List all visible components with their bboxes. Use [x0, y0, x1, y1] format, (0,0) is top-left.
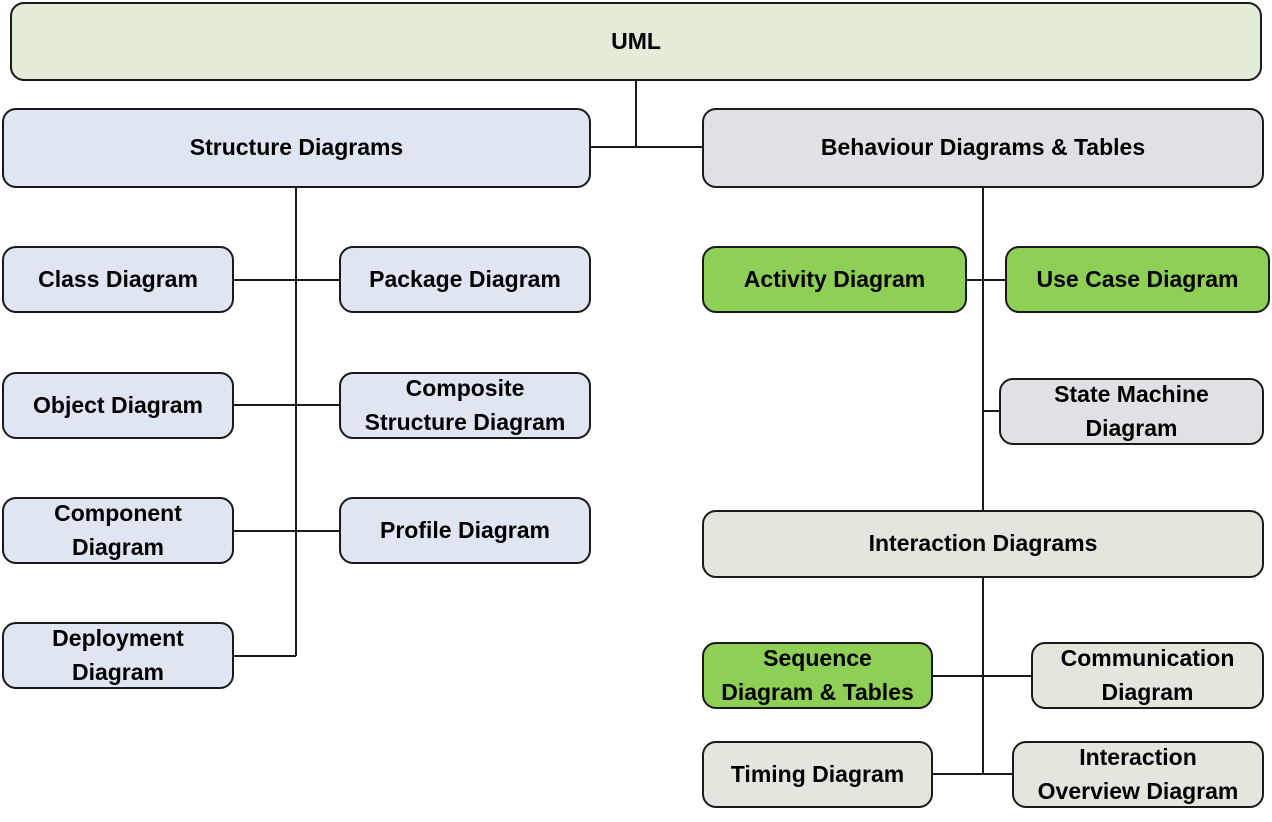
behaviour-diagrams-label: Behaviour Diagrams & Tables — [820, 134, 1146, 161]
package-diagram-node: Package Diagram — [339, 246, 591, 313]
object-diagram-label: Object Diagram — [33, 391, 203, 418]
interaction-diagrams-label: Interaction Diagrams — [868, 530, 1098, 557]
state-machine-label-line1: State Machine — [1054, 381, 1209, 408]
deployment-diagram-node: Deployment Diagram — [2, 622, 234, 689]
communication-diagram-label-line2: Diagram — [1101, 678, 1194, 705]
interaction-diagrams-node: Interaction Diagrams — [702, 510, 1264, 578]
component-diagram-label-line2: Diagram — [71, 533, 165, 560]
sequence-diagram-label-line1: Sequence — [763, 645, 872, 672]
profile-diagram-label: Profile Diagram — [380, 516, 550, 543]
activity-diagram-label: Activity Diagram — [743, 265, 926, 292]
communication-diagram-label-line1: Communication — [1060, 645, 1235, 672]
structure-diagrams-node: Structure Diagrams — [2, 108, 591, 188]
timing-diagram-label: Timing Diagram — [730, 760, 905, 787]
communication-diagram-node: Communication Diagram — [1031, 642, 1264, 709]
composite-structure-label-line1: Composite — [405, 375, 525, 402]
activity-diagram-node: Activity Diagram — [702, 246, 967, 313]
use-case-diagram-label: Use Case Diagram — [1036, 265, 1239, 292]
behaviour-diagrams-node: Behaviour Diagrams & Tables — [702, 108, 1264, 188]
structure-diagrams-label: Structure Diagrams — [189, 134, 404, 161]
object-diagram-node: Object Diagram — [2, 372, 234, 439]
sequence-diagram-label-line2: Diagram & Tables — [721, 678, 914, 705]
deployment-diagram-label-line1: Deployment — [52, 625, 184, 652]
class-diagram-label: Class Diagram — [38, 265, 198, 292]
use-case-diagram-node: Use Case Diagram — [1005, 246, 1270, 313]
component-diagram-node: Component Diagram — [2, 497, 234, 564]
uml-root-node: UML — [10, 2, 1262, 81]
composite-structure-diagram-node: Composite Structure Diagram — [339, 372, 591, 439]
interaction-overview-label-line2: Overview Diagram — [1037, 777, 1239, 804]
uml-root-label: UML — [611, 27, 661, 54]
deployment-diagram-label-line2: Diagram — [71, 658, 165, 685]
component-diagram-label-line1: Component — [54, 500, 182, 527]
class-diagram-node: Class Diagram — [2, 246, 234, 313]
timing-diagram-node: Timing Diagram — [702, 741, 933, 808]
interaction-overview-label-line1: Interaction — [1079, 744, 1197, 771]
sequence-diagram-node: Sequence Diagram & Tables — [702, 642, 933, 709]
interaction-overview-diagram-node: Interaction Overview Diagram — [1012, 741, 1264, 808]
package-diagram-label: Package Diagram — [369, 265, 561, 292]
profile-diagram-node: Profile Diagram — [339, 497, 591, 564]
state-machine-label-line2: Diagram — [1085, 414, 1178, 441]
state-machine-diagram-node: State Machine Diagram — [999, 378, 1264, 445]
composite-structure-label-line2: Structure Diagram — [364, 408, 566, 435]
